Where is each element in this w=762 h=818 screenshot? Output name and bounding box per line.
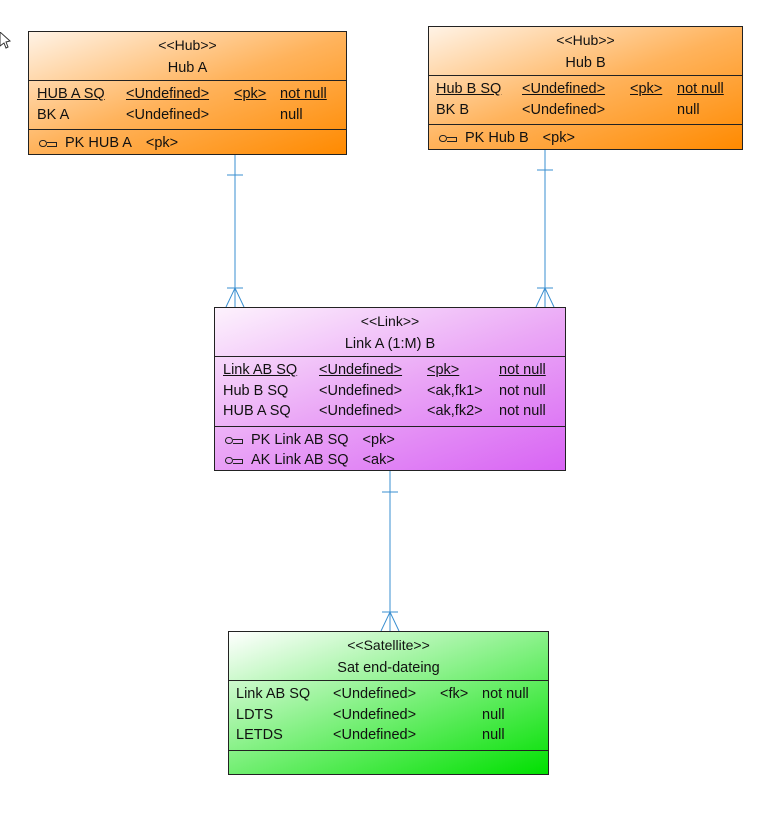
attribute-row[interactable]: Hub B SQ <Undefined> <pk> not null <box>429 79 742 100</box>
attribute-name: Link AB SQ <box>236 686 311 702</box>
key-row[interactable]: PK Link AB SQ <pk> <box>215 430 565 450</box>
attribute-name: BK B <box>436 101 470 118</box>
entity-hubA[interactable]: <<Hub>> Hub A HUB A SQ <Undefined> <pk> not n… <box>28 31 347 155</box>
entity-link[interactable]: <<Link>> Link A (1:M) B Link AB SQ <Undefin… <box>214 307 566 471</box>
attribute-name: Link AB SQ <box>223 362 298 378</box>
attribute-nullability: not null <box>499 382 546 399</box>
attribute-type: <Undefined> <box>333 727 417 743</box>
key-icon <box>225 436 243 444</box>
attribute-type: <Undefined> <box>333 706 417 723</box>
attribute-row[interactable]: Link AB SQ <Undefined> <pk> not null <box>215 360 565 381</box>
relationship-link-sat[interactable] <box>380 471 400 632</box>
attribute-name: LETDS <box>236 727 283 743</box>
attribute-nullability: null <box>482 727 505 743</box>
entity-header: <<Hub>> Hub B <box>429 27 742 76</box>
relationship-hubb-link[interactable] <box>535 150 555 308</box>
attribute-type: <Undefined> <box>522 81 606 97</box>
attribute-row[interactable]: HUB A SQ <Undefined> <pk> not null <box>29 84 346 105</box>
key-list <box>229 751 548 757</box>
entity-stereotype: <<Link>> <box>360 313 420 329</box>
key-name: AK Link AB SQ <box>251 451 349 468</box>
relationship-huba-link[interactable] <box>225 155 245 308</box>
attribute-row[interactable]: LETDS <Undefined> null <box>229 725 548 746</box>
attribute-row[interactable]: Link AB SQ <Undefined> <fk> not null <box>229 684 548 705</box>
entity-name: Sat end-dateing <box>337 660 440 676</box>
key-row[interactable]: PK HUB A <pk> <box>29 133 346 153</box>
key-list: PK Link AB SQ <pk> AK Link AB SQ <ak> <box>215 427 565 473</box>
attribute-list: HUB A SQ <Undefined> <pk> not null BK A <Unde… <box>29 81 346 130</box>
entity-stereotype: <<Hub>> <box>556 32 615 48</box>
attribute-nullability: null <box>482 706 505 723</box>
key-type: <pk> <box>542 130 575 146</box>
attribute-key: <fk> <box>440 686 469 702</box>
key-type: <pk> <box>362 431 395 448</box>
entity-header: <<Satellite>> Sat end-dateing <box>229 632 548 681</box>
attribute-key: <ak,fk2> <box>427 403 483 419</box>
attribute-name: LDTS <box>236 706 274 723</box>
entity-name: Link A (1:M) B <box>344 336 436 352</box>
key-type: <pk> <box>145 135 179 151</box>
attribute-name: Hub B SQ <box>436 81 502 97</box>
attribute-nullability: null <box>280 106 303 123</box>
attribute-type: <Undefined> <box>126 106 210 123</box>
entity-name: Hub B <box>565 55 606 71</box>
attribute-nullability: not null <box>677 81 724 97</box>
key-name: PK Link AB SQ <box>251 431 349 448</box>
key-icon <box>39 139 57 148</box>
entity-name: Hub A <box>167 60 208 76</box>
attribute-type: <Undefined> <box>319 403 403 419</box>
attribute-key: <pk> <box>630 81 663 97</box>
key-row[interactable]: AK Link AB SQ <ak> <box>215 450 565 470</box>
key-name: PK Hub B <box>465 130 529 146</box>
attribute-key: <ak,fk1> <box>427 382 483 399</box>
attribute-nullability: not null <box>280 86 327 102</box>
attribute-type: <Undefined> <box>126 86 210 102</box>
key-name: PK HUB A <box>65 135 132 151</box>
attribute-nullability: not null <box>482 686 529 702</box>
key-list: PK Hub B <pk> <box>429 125 742 151</box>
entity-header: <<Hub>> Hub A <box>29 32 346 81</box>
attribute-row[interactable]: HUB A SQ <Undefined> <ak,fk2> not null <box>215 401 565 422</box>
key-row[interactable]: PK Hub B <pk> <box>429 128 742 148</box>
attribute-row[interactable]: Hub B SQ <Undefined> <ak,fk1> not null <box>215 381 565 402</box>
entity-stereotype: <<Satellite>> <box>347 637 430 653</box>
attribute-type: <Undefined> <box>319 382 403 399</box>
entity-hubB[interactable]: <<Hub>> Hub B Hub B SQ <Undefined> <pk> not n… <box>428 26 743 150</box>
entity-stereotype: <<Hub>> <box>158 37 217 53</box>
attribute-type: <Undefined> <box>522 101 606 118</box>
attribute-type: <Undefined> <box>319 362 403 378</box>
key-list: PK HUB A <pk> <box>29 130 346 156</box>
attribute-nullability: not null <box>499 403 546 419</box>
attribute-list: Hub B SQ <Undefined> <pk> not null BK B <Unde… <box>429 76 742 125</box>
mouse-cursor-icon <box>0 32 12 49</box>
attribute-key: <pk> <box>427 362 460 378</box>
attribute-row[interactable]: BK A <Undefined> null <box>29 105 346 126</box>
attribute-key: <pk> <box>234 86 267 102</box>
attribute-name: BK A <box>37 106 70 123</box>
key-type: <ak> <box>362 451 395 468</box>
attribute-name: HUB A SQ <box>37 86 105 102</box>
attribute-name: HUB A SQ <box>223 403 291 419</box>
entity-header: <<Link>> Link A (1:M) B <box>215 308 565 357</box>
attribute-nullability: not null <box>499 362 546 378</box>
attribute-nullability: null <box>677 101 700 118</box>
attribute-type: <Undefined> <box>333 686 417 702</box>
key-icon <box>439 134 457 143</box>
attribute-row[interactable]: LDTS <Undefined> null <box>229 705 548 726</box>
attribute-row[interactable]: BK B <Undefined> null <box>429 100 742 121</box>
attribute-name: Hub B SQ <box>223 382 289 399</box>
key-icon <box>225 456 243 464</box>
